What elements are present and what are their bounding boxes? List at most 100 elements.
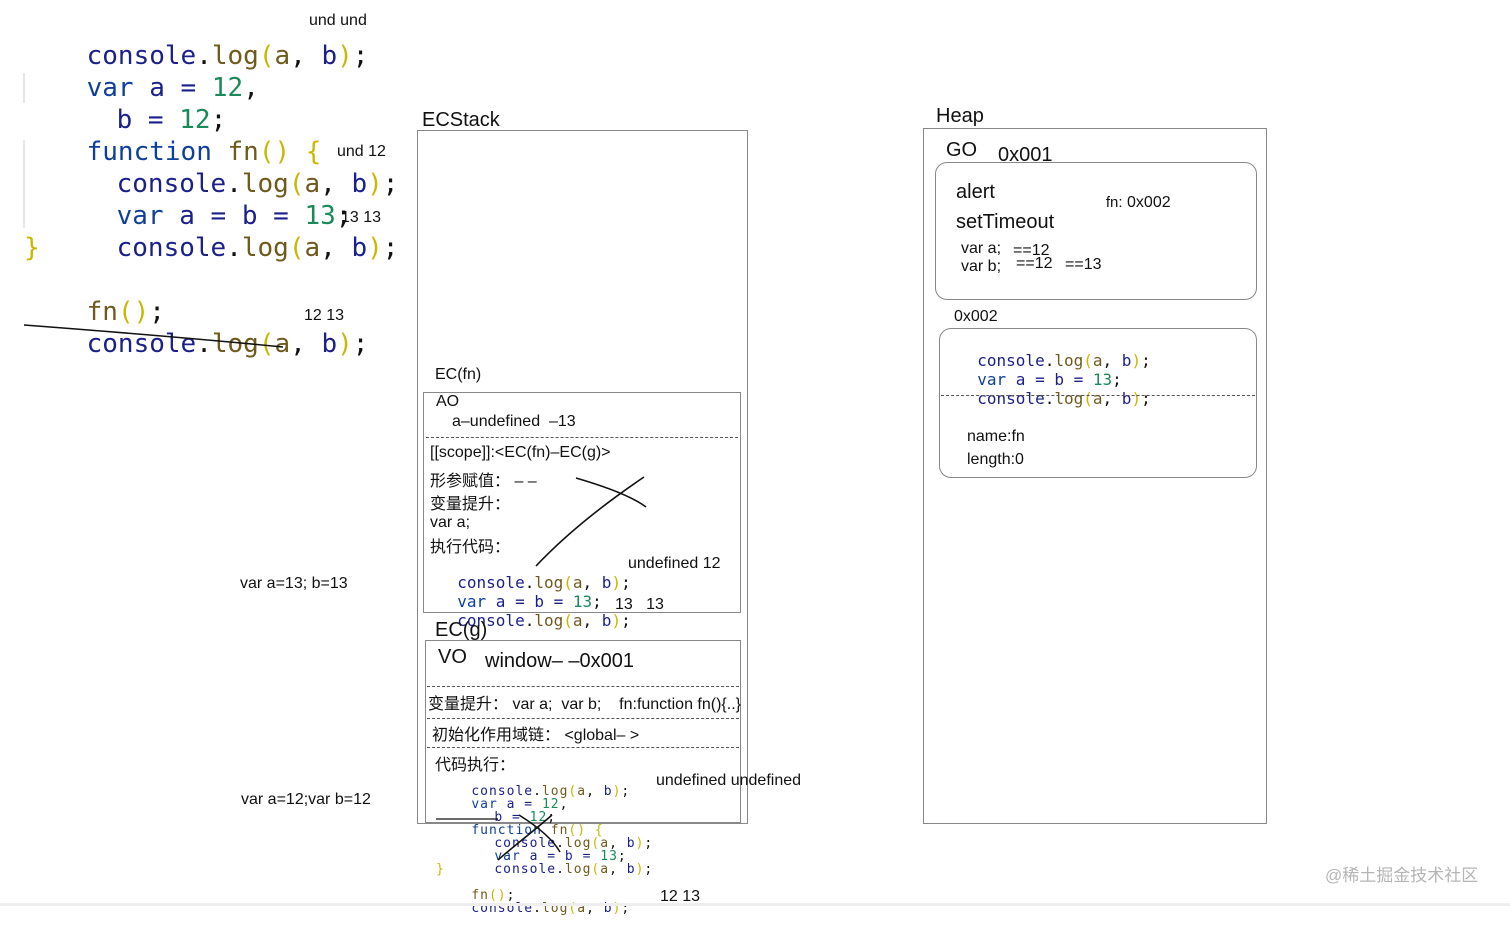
token: b [351,233,368,263]
ao-value: a–undefined –13 [452,413,576,430]
token: var [977,370,1007,389]
token: b [1121,389,1132,408]
token: () [568,823,587,838]
token: () [488,888,507,903]
token: log [534,573,564,592]
token: a [572,573,583,592]
go-label: GO [946,139,978,161]
token: log [1054,389,1084,408]
vo-label: VO [438,646,467,668]
token: , [1102,351,1122,370]
token: , [609,862,627,877]
token: , [559,797,569,812]
side-note: var a=12;var b=12 [241,791,371,808]
token: , [243,73,259,103]
token: console [494,862,557,877]
go-var-b-value-2: ==13 [1065,256,1102,273]
token: ( [563,573,573,592]
token: ( [563,611,573,630]
fn-prop-length: length:0 [967,451,1024,468]
token: b [321,329,338,359]
code-line-4: function fn() { [24,104,322,200]
token: ( [591,836,601,851]
annotation: 13 13 [341,209,382,226]
bottom-bar [0,903,1510,906]
token: b [603,784,613,799]
annotation: 12 13 [660,888,701,905]
token: ) [1131,351,1142,370]
token: , [320,169,352,199]
fn-reference: fn: 0x002 [1097,176,1171,212]
token: ; [149,297,165,327]
ec-g-box [425,640,741,823]
go-address: 0x001 [998,144,1053,166]
code-line-7: console.log(a, b); [54,200,399,296]
ao-label: AO [436,393,460,410]
token: () [258,137,291,167]
token: console [471,784,534,799]
token: fn [471,888,489,903]
token: , [582,611,602,630]
token: ) [367,169,383,199]
token: 13 [600,849,618,864]
token: console [457,573,525,592]
token: ; [621,611,631,630]
token: ) [1131,389,1142,408]
scope-init: 初始化作用域链： <global– > [432,727,640,744]
token: 12 [541,797,560,812]
watermark: @稀土掘金技术社区 [1325,866,1479,885]
token: . [533,784,542,799]
heap-container [923,128,1267,824]
token: log [241,169,289,199]
token: a [572,611,583,630]
heap-code-line-2: var a = b = 13; [958,351,1122,389]
token: ) [611,611,622,630]
heap-code-line-1: console.log(a, b); [958,332,1150,370]
go-var-a-value: ==12 [1013,242,1050,259]
token: b [626,862,636,877]
var-hoist: 变量提升： var a; var b; fn:function fn(){..} [428,696,742,713]
token: a [304,233,321,263]
annotation: 13 13 [615,596,664,613]
token: ; [621,573,631,592]
token: a [274,41,291,71]
code-line-2: var a = 12, [24,40,259,136]
heap-code-line-3: console.log(a, b); [958,370,1151,408]
ecstack-title: ECStack [422,109,500,131]
token: . [1044,351,1055,370]
divider [941,395,1255,396]
vo-value: window– –0x001 [485,650,634,672]
token: . [196,329,212,359]
token: a [274,329,291,359]
token: log [534,611,564,630]
fn-prop-name: name:fn [967,428,1025,445]
token: ( [288,233,305,263]
divider [427,747,739,748]
annotation: und und [309,12,367,29]
token: ) [635,836,645,851]
token: ; [352,41,369,71]
token: console [977,351,1045,370]
token: ; [592,592,602,611]
token: ; [644,862,654,877]
token: b [601,611,612,630]
token: 13 [1092,370,1113,389]
token: var [86,73,134,103]
param-assign: 形参赋值： – – [430,473,537,490]
token: ( [568,784,578,799]
token: ) [337,41,353,71]
exec-label: 代码执行： [435,757,516,774]
token: log [541,784,569,799]
fn-ref-address: 0x002 [1127,194,1171,211]
go-object [935,162,1257,300]
annotation: und 12 [337,143,386,160]
token: ; [1141,389,1151,408]
token: 13 [304,201,336,231]
side-note: var a=13; b=13 [240,575,348,592]
go-prop: alert [956,181,995,203]
exec-label: 执行代码： [430,539,511,556]
code-line-6: var a = b = 13; [54,168,352,264]
token: log [564,836,592,851]
token: b [601,573,612,592]
fn-code-line-1: console.log(a, b); [438,554,631,592]
